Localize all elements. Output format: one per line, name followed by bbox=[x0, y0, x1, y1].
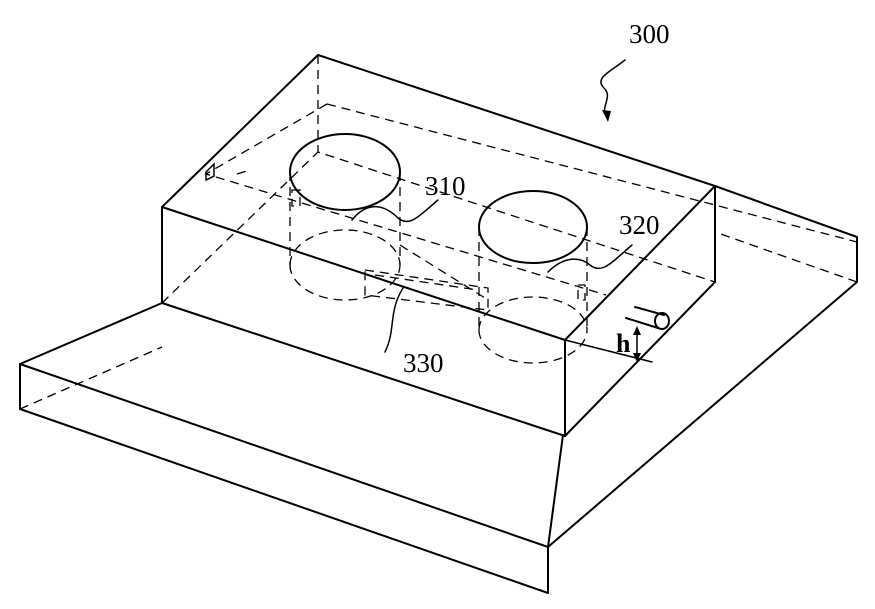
cylinder-310 bbox=[289, 133, 401, 301]
label-330: 330 bbox=[403, 348, 444, 378]
outlet-pipe bbox=[625, 306, 670, 330]
base-plate bbox=[19, 185, 858, 594]
channel-330 bbox=[364, 244, 489, 311]
side-notch bbox=[205, 162, 248, 182]
label-300: 300 bbox=[629, 19, 670, 49]
label-h: h bbox=[616, 329, 631, 358]
height-dimension bbox=[564, 326, 653, 363]
arrowhead-icon bbox=[602, 110, 611, 122]
label-310: 310 bbox=[425, 171, 466, 201]
cylinder-320 bbox=[478, 190, 588, 364]
leader-lines bbox=[351, 59, 633, 353]
label-320: 320 bbox=[619, 210, 660, 240]
